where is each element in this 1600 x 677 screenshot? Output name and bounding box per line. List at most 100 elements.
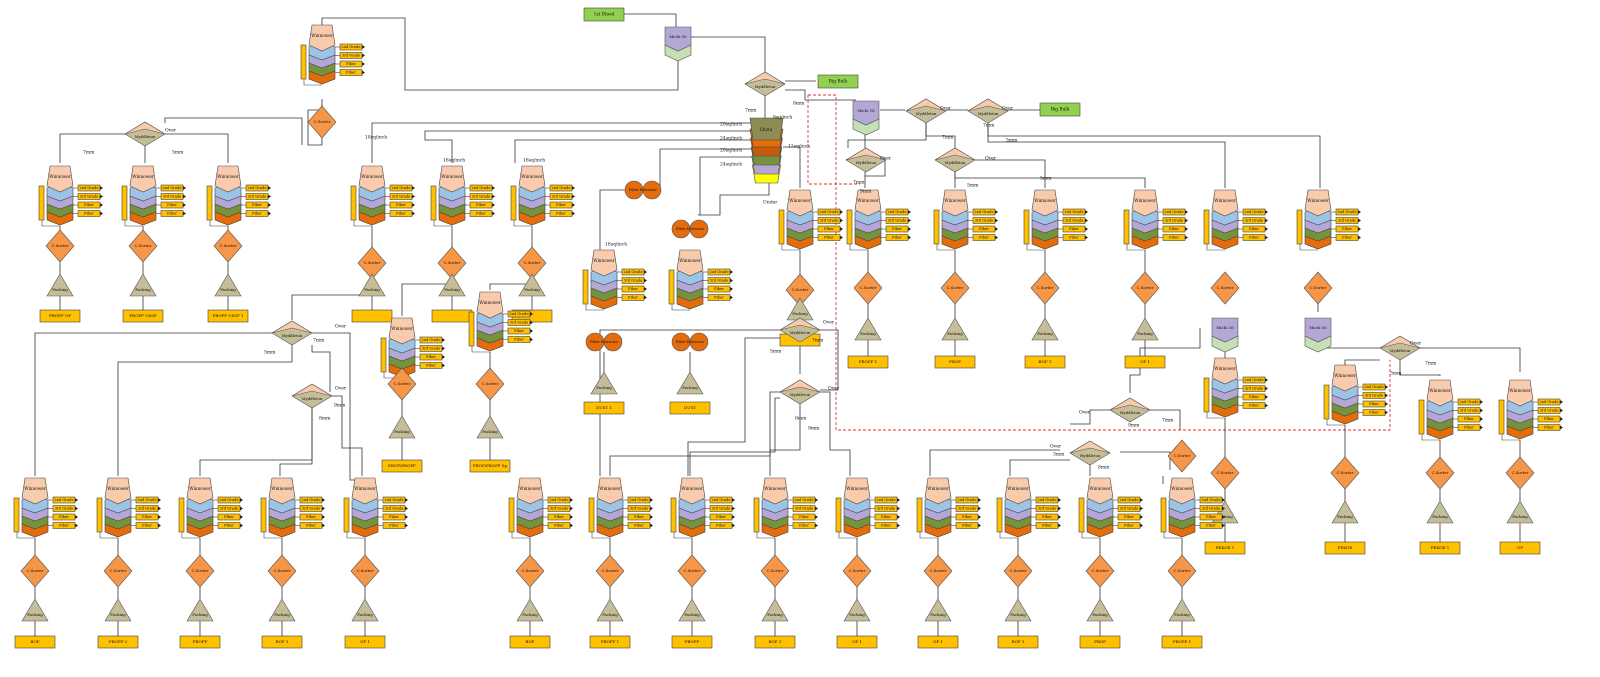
michi-machine: Michi 16 xyxy=(852,100,880,136)
big-bulk-2-label: Big Bulk xyxy=(1051,108,1070,113)
first-dhool-box xyxy=(583,7,625,22)
myd-down-2 xyxy=(925,122,956,148)
output-box xyxy=(469,459,511,473)
arrow-icon xyxy=(1265,395,1268,399)
arrow-icon xyxy=(730,270,733,274)
winnower-side-bar xyxy=(1203,209,1210,245)
myd-to-w-left2 xyxy=(117,345,293,476)
return-line xyxy=(781,244,800,251)
mesh-label: 7mm xyxy=(745,108,757,114)
arrow-icon xyxy=(572,203,575,207)
packing-label: Packing xyxy=(1137,331,1153,336)
arrow-icon xyxy=(405,506,408,511)
arrow-icon xyxy=(978,506,981,511)
myd-d-over xyxy=(820,391,851,476)
grade-label: Fiber xyxy=(1206,524,1216,528)
grade-label: 3rd Grade xyxy=(248,195,267,199)
winnower-label: Winnower xyxy=(519,486,541,491)
packing-label: Packing xyxy=(274,612,290,617)
grade-label: 3rd Grade xyxy=(55,507,74,511)
arrow-icon xyxy=(572,186,575,190)
grade-label: 3rd Grade xyxy=(1245,219,1264,223)
output-grade-box: FBOP/FBOPF Sp xyxy=(469,459,511,473)
winnower-head xyxy=(476,291,504,319)
mesh-label: 9mm xyxy=(808,426,820,432)
grade-label: 2nd Grade xyxy=(421,338,440,342)
c-sorter: C.Sorter xyxy=(515,554,545,588)
michi-machine: Michi 16 xyxy=(1304,317,1332,353)
grade-label: 3rd Grade xyxy=(1120,507,1139,511)
return-line xyxy=(1126,244,1145,251)
grade-label: Fiber xyxy=(881,515,891,519)
grade-label: 2nd Grade xyxy=(709,270,728,274)
grade-label: Fiber xyxy=(1249,395,1259,399)
packing-triangle xyxy=(129,273,157,297)
packing-label: Packing xyxy=(1337,514,1353,519)
roller-right xyxy=(689,219,709,239)
winnower-head xyxy=(438,165,466,193)
sorter-diamond xyxy=(1003,554,1033,588)
winnower-label: Winnower xyxy=(1214,366,1236,371)
sorter-diamond xyxy=(1167,554,1197,588)
output-box xyxy=(122,309,164,323)
fiber-extractor-label: Fiber Extractor xyxy=(676,340,705,344)
sorter-label: C.Sorter xyxy=(1092,568,1109,573)
c-sorter: C.Sorter xyxy=(842,554,872,588)
grade-label: Fiber xyxy=(142,524,152,528)
grade-label: 3rd Grade xyxy=(710,279,729,283)
arrow-icon xyxy=(240,515,243,519)
arrow-icon xyxy=(1385,410,1388,415)
sorter-label: C.Sorter xyxy=(482,381,499,386)
arrow-icon xyxy=(995,218,998,223)
sorter-label: C.Sorter xyxy=(192,568,209,573)
arrow-icon xyxy=(442,355,445,359)
grade-label: 2nd Grade xyxy=(341,45,360,49)
c-sorter: C.Sorter xyxy=(1425,456,1455,490)
output-label: DUST 1 xyxy=(596,405,612,410)
winnower-side-bar xyxy=(96,497,103,533)
arrow-icon xyxy=(75,515,78,519)
c-sorter: C.Sorter xyxy=(267,554,297,588)
output-label: FBOPF 1 xyxy=(859,359,877,364)
arrow-icon xyxy=(100,203,103,207)
output-box xyxy=(509,635,551,649)
arrow-icon xyxy=(908,235,911,240)
packing-triangle xyxy=(1131,317,1159,341)
grade-label: 2nd Grade xyxy=(887,210,906,214)
winnower-side-bar xyxy=(933,209,940,245)
packing-label: Packing xyxy=(682,385,698,390)
mesh-label: Over xyxy=(985,156,997,162)
chota-to-fiber2 xyxy=(699,156,752,215)
myd3-side xyxy=(865,160,886,177)
sorter-diamond xyxy=(760,554,790,588)
arrow-icon xyxy=(322,515,325,519)
c-sorter: C.Sorter xyxy=(1130,271,1160,305)
chota-label: Chota xyxy=(760,127,773,132)
grade-label: 3rd Grade xyxy=(552,195,571,199)
myddleton-machine: Myddleton xyxy=(271,320,313,346)
arrow-icon xyxy=(1560,425,1563,430)
arrow-icon xyxy=(840,210,843,214)
winnower-side-bar xyxy=(668,269,675,305)
winnower-head xyxy=(843,477,871,505)
mesh-label: Over xyxy=(940,106,952,112)
myddleton-top xyxy=(1379,335,1421,349)
arrow-icon xyxy=(1385,385,1388,389)
michi-r-to-myd xyxy=(1129,328,1201,393)
arrow-icon xyxy=(732,515,735,519)
myd2-to-w xyxy=(199,406,313,476)
myd-r-over xyxy=(1150,409,1181,430)
big-bulk-2: Big Bulk xyxy=(1039,102,1081,117)
grade-label: Fiber xyxy=(426,364,436,368)
winnower-side-bar xyxy=(508,497,515,533)
mesh-label: 7mm xyxy=(1425,361,1437,367)
packing-station: Packing xyxy=(129,273,157,297)
sorter-label: C.Sorter xyxy=(1037,285,1054,290)
output-grade-box: BOP 1 xyxy=(754,635,796,649)
output-box xyxy=(589,635,631,649)
